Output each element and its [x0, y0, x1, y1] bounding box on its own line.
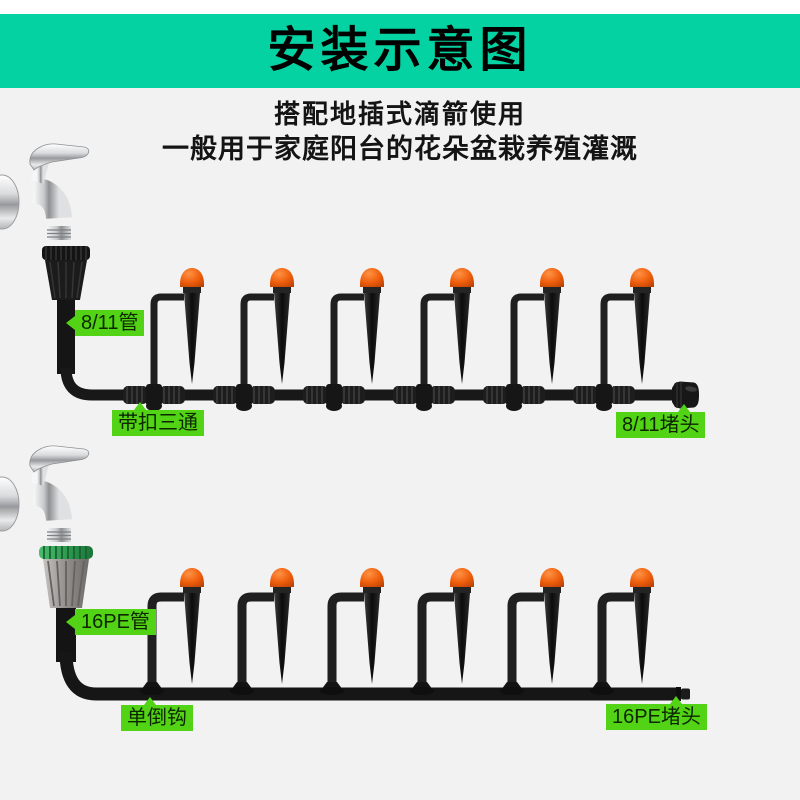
riser-tubes-top	[150, 293, 634, 392]
barb-connector-icon	[410, 682, 434, 695]
thread-adapter-icon	[41, 245, 91, 301]
faucet-icon	[0, 144, 89, 240]
drip-stake-icon	[180, 568, 204, 684]
label-plug-16pe: 16PE堵头	[606, 696, 707, 730]
tee-connector-icon	[392, 383, 456, 412]
drip-stake-icon	[450, 268, 474, 384]
barb-connector-icon	[320, 682, 344, 695]
tee-connector-icon	[482, 383, 546, 412]
tee-connector-icon	[572, 383, 636, 412]
quick-connector-icon	[38, 545, 94, 609]
subtitle-line-1: 搭配地插式滴箭使用	[273, 99, 526, 129]
pointer-up-icon	[678, 404, 690, 412]
drip-stake-icon	[450, 568, 474, 684]
pointer-up-icon	[134, 402, 146, 410]
pointer-left-icon	[66, 316, 75, 330]
subtitle-line-2: 一般用于家庭阳台的花朵盆栽养殖灌溉	[162, 134, 638, 164]
pointer-up-icon	[670, 696, 682, 704]
barb-connector-icon	[500, 682, 524, 695]
drip-stake-icon	[360, 568, 384, 684]
drip-stake-icon	[630, 568, 654, 684]
title-banner: 安装示意图	[0, 14, 800, 88]
top-white-strip	[0, 0, 800, 14]
page-title: 安装示意图	[267, 24, 533, 77]
pointer-up-icon	[144, 697, 156, 705]
drip-stake-icon	[270, 568, 294, 684]
barb-connector-icon	[590, 682, 614, 695]
drip-stake-icon	[540, 568, 564, 684]
label-barb-connector: 单倒钩	[121, 697, 193, 731]
tee-connector-icon	[122, 383, 186, 412]
tee-connector-icon	[212, 383, 276, 412]
top-diagram	[0, 144, 700, 412]
label-plug-8-11: 8/11堵头	[616, 404, 706, 438]
label-tube-8-11: 8/11管	[66, 310, 145, 336]
main-line-16pe	[59, 651, 678, 701]
label-tube-16pe: 16PE管	[66, 609, 156, 635]
main-line-8-11	[60, 367, 676, 401]
tee-connector-icon	[302, 383, 366, 412]
drip-stake-icon	[540, 268, 564, 384]
riser-tubes-bottom	[147, 592, 634, 690]
drip-stake-icon	[180, 268, 204, 384]
faucet-icon	[0, 446, 89, 542]
bottom-diagram	[0, 446, 690, 701]
label-tee-connector: 带扣三通	[112, 402, 204, 436]
pointer-left-icon	[66, 615, 75, 629]
barb-connector-icon	[140, 682, 164, 695]
drip-stake-icon	[630, 268, 654, 384]
drip-stake-icon	[270, 268, 294, 384]
barb-connector-icon	[230, 682, 254, 695]
drip-stake-icon	[360, 268, 384, 384]
